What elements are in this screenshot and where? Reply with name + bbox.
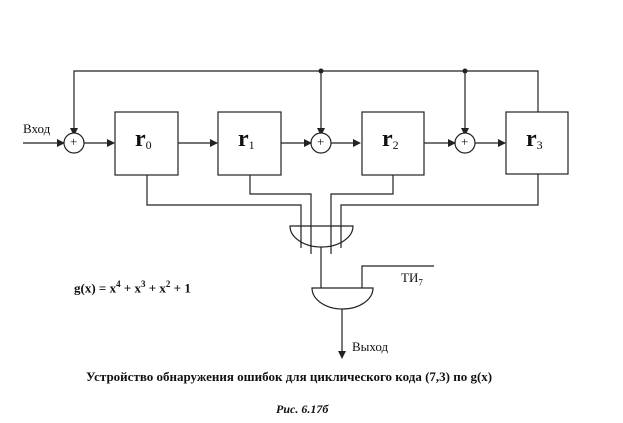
register-r3-label: r3 bbox=[526, 126, 543, 152]
register-r1 bbox=[217, 111, 282, 176]
r2-to-or bbox=[330, 175, 394, 254]
r0-to-or bbox=[146, 175, 302, 248]
figure-label: Рис. 6.17б bbox=[276, 402, 329, 416]
register-r0 bbox=[114, 111, 179, 176]
register-r2-label: r2 bbox=[382, 126, 399, 152]
output-label: Выход bbox=[352, 339, 389, 354]
register-r1-label: r1 bbox=[238, 126, 255, 152]
polynomial: g(x) = x4 + x3 + x2 + 1 bbox=[74, 279, 191, 296]
caption: Устройство обнаружения ошибок для циклич… bbox=[86, 369, 493, 384]
feedback-bus bbox=[70, 70, 539, 136]
register-r3 bbox=[505, 111, 569, 175]
adder-1-symbol: + bbox=[317, 134, 325, 149]
r3-to-or bbox=[340, 174, 539, 248]
register-r0-label: r0 bbox=[135, 126, 152, 152]
adder-0-symbol: + bbox=[70, 134, 78, 149]
and-gate bbox=[311, 287, 374, 310]
or-gate bbox=[289, 225, 354, 248]
r1-to-or bbox=[249, 175, 312, 254]
adder-2-symbol: + bbox=[461, 134, 469, 149]
input-label: Вход bbox=[23, 121, 51, 136]
register-r2 bbox=[361, 111, 425, 176]
clock-label: ТИ7 bbox=[401, 270, 423, 288]
clock-line bbox=[361, 265, 434, 288]
